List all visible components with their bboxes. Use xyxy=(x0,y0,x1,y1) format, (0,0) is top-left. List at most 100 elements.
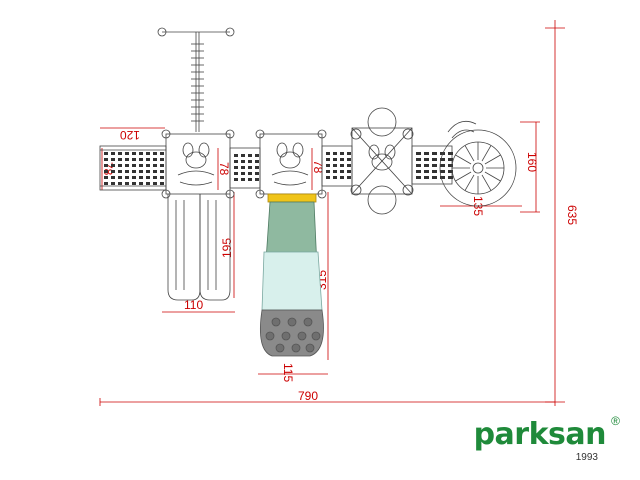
net-cell xyxy=(104,182,108,185)
dim-width-total: 790 xyxy=(298,389,318,403)
spiral-step xyxy=(484,154,501,165)
net-cell xyxy=(432,170,437,173)
net-cell xyxy=(416,152,421,155)
net-cell xyxy=(111,152,115,155)
net-cell xyxy=(424,164,429,167)
net-cell xyxy=(104,152,108,155)
deck-2-mascot-icon xyxy=(271,142,309,186)
net-cell xyxy=(132,170,136,173)
brand-year: 1993 xyxy=(575,452,598,463)
net-cell xyxy=(139,152,143,155)
net-cell xyxy=(139,176,143,179)
net-cell xyxy=(160,164,164,167)
net-cell xyxy=(125,152,129,155)
net-cell xyxy=(132,164,136,167)
net-cell xyxy=(153,176,157,179)
spiral-step xyxy=(464,145,475,162)
net-cell xyxy=(160,170,164,173)
net-cell xyxy=(347,170,351,173)
net-cell xyxy=(424,170,429,173)
net-cell xyxy=(248,154,252,157)
left-bridge xyxy=(99,145,167,191)
net-cell xyxy=(118,152,122,155)
net-cell xyxy=(255,172,259,175)
net-cell xyxy=(340,170,344,173)
spiral-step xyxy=(484,171,501,182)
net-cell xyxy=(241,166,245,169)
net-cell xyxy=(440,176,445,179)
net-cell xyxy=(448,170,453,173)
tube-hole xyxy=(287,317,297,327)
net-cell xyxy=(125,158,129,161)
net-cell xyxy=(432,164,437,167)
net-cell xyxy=(160,152,164,155)
pole-climber xyxy=(157,27,235,132)
net-cell xyxy=(234,166,238,169)
net-cell xyxy=(416,176,421,179)
middle-bridge xyxy=(229,147,261,189)
spiral-slide xyxy=(439,120,517,207)
net-cell xyxy=(326,176,330,179)
net-cell xyxy=(340,164,344,167)
net-cell xyxy=(125,182,129,185)
net-cell xyxy=(160,182,164,185)
net-cell xyxy=(340,158,344,161)
dimension-lines xyxy=(99,20,565,406)
net-cell xyxy=(139,182,143,185)
net-cell xyxy=(448,176,453,179)
net-cell xyxy=(333,176,337,179)
net-cell xyxy=(432,158,437,161)
net-cell xyxy=(139,158,143,161)
deck-3-canopy xyxy=(350,107,414,215)
net-cell xyxy=(146,176,150,179)
net-cell xyxy=(146,158,150,161)
net-cell xyxy=(111,158,115,161)
spiral-step xyxy=(455,154,472,165)
dim-left-platform-width: 120 xyxy=(120,128,140,142)
net-cell xyxy=(448,164,453,167)
net-cell xyxy=(448,152,453,155)
net-cell xyxy=(255,160,259,163)
deck-1-mascot-icon xyxy=(177,142,215,186)
dim-middle-deck-height: 78 xyxy=(311,160,325,174)
net-cell xyxy=(118,170,122,173)
tube-hole xyxy=(275,343,285,353)
tube-hole xyxy=(311,331,321,341)
registered-mark: ® xyxy=(611,414,620,428)
spiral-step xyxy=(464,174,475,191)
net-cell xyxy=(132,152,136,155)
net-cell xyxy=(333,170,337,173)
net-cell xyxy=(153,170,157,173)
net-cell xyxy=(160,176,164,179)
net-cell xyxy=(234,172,238,175)
net-cell xyxy=(160,158,164,161)
net-cell xyxy=(234,178,238,181)
net-cell xyxy=(125,164,129,167)
tube-hole xyxy=(265,331,275,341)
net-cell xyxy=(118,182,122,185)
net-cell xyxy=(255,166,259,169)
net-cell xyxy=(424,158,429,161)
net-cell xyxy=(333,164,337,167)
net-cell xyxy=(347,164,351,167)
net-cell xyxy=(340,152,344,155)
dim-tube-width: 115 xyxy=(281,363,295,382)
net-cell xyxy=(111,182,115,185)
net-cell xyxy=(326,152,330,155)
tube-slide xyxy=(259,193,324,357)
net-cell xyxy=(416,158,421,161)
net-cell xyxy=(416,170,421,173)
net-cell xyxy=(416,164,421,167)
net-cell xyxy=(132,176,136,179)
net-cell xyxy=(248,166,252,169)
net-cell xyxy=(333,152,337,155)
net-cell xyxy=(234,154,238,157)
tube-hole xyxy=(281,331,291,341)
net-cell xyxy=(146,170,150,173)
net-cell xyxy=(440,158,445,161)
net-cell xyxy=(153,182,157,185)
net-cell xyxy=(125,176,129,179)
tube-hole xyxy=(305,343,315,353)
net-cell xyxy=(241,154,245,157)
